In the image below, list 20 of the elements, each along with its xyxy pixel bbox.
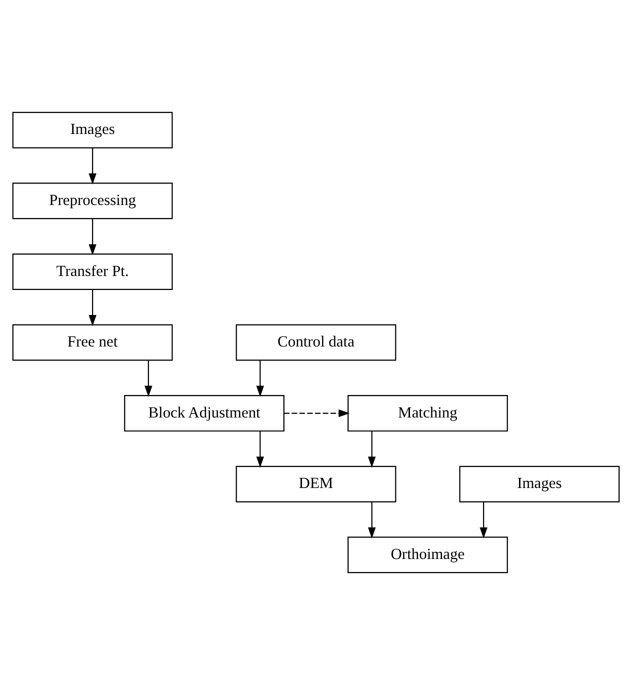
arrow xyxy=(144,360,152,397)
arrow xyxy=(88,290,96,326)
node-box: Images xyxy=(12,112,173,148)
node-box: DEM xyxy=(236,466,396,502)
node-box: Control data xyxy=(236,324,396,361)
node-box: Transfer Pt. xyxy=(12,253,173,290)
node-box: Matching xyxy=(348,395,508,432)
node-box: Free net xyxy=(12,324,173,361)
node-box: Block Adjustment xyxy=(124,395,284,432)
arrow xyxy=(256,360,264,397)
node-box: Orthoimage xyxy=(348,536,508,574)
arrow xyxy=(368,431,376,468)
arrow xyxy=(480,502,488,538)
arrow xyxy=(368,502,376,538)
node-box: Images xyxy=(459,466,620,502)
node-box: Preprocessing xyxy=(12,182,173,220)
arrow xyxy=(88,148,96,184)
arrow xyxy=(256,431,264,468)
arrow xyxy=(88,218,96,256)
arrow xyxy=(284,409,350,418)
